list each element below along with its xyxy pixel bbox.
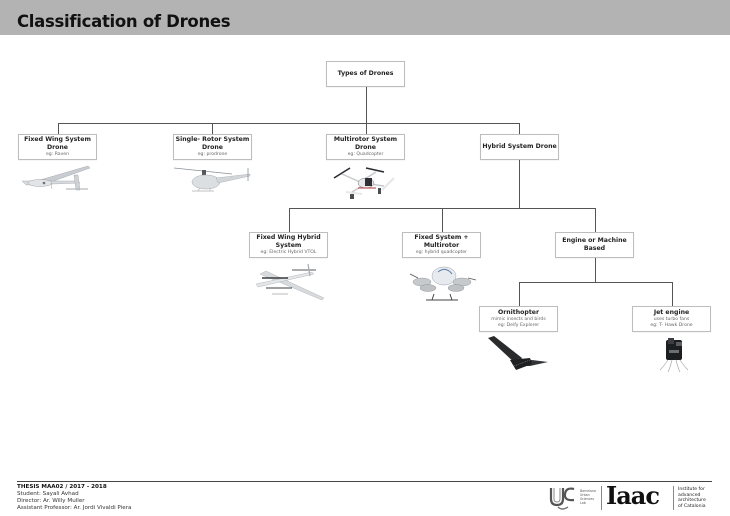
- iaac-line: advanced: [678, 492, 701, 498]
- node-example: eg: Deify Explorer: [497, 323, 540, 328]
- node-label: Drone: [201, 144, 224, 151]
- student-label: Student: Sayali Avhad: [17, 491, 79, 498]
- ulc-logo-text: Barcelona Urban Sciences Lab: [580, 489, 596, 505]
- node-example: eg: T- Hawk Drone: [650, 323, 693, 328]
- quadcopter-drone-image: [333, 167, 395, 199]
- page-title: Classification of Drones: [17, 12, 231, 31]
- footer-divider: [17, 481, 712, 482]
- node-label: Fixed Wing System: [24, 136, 91, 143]
- ulc-line: Urban: [580, 493, 590, 497]
- connector-hybrid: [519, 160, 521, 208]
- ulc-line: Lab: [580, 501, 586, 505]
- ornithopter-drone-image: [488, 336, 548, 370]
- connector-l1-1: [212, 123, 214, 134]
- node-label: Drone: [354, 144, 377, 151]
- node-label: Single- Rotor System: [175, 136, 250, 143]
- connector-l2-2: [595, 208, 597, 232]
- node-label: Fixed System +: [414, 234, 469, 241]
- node-single-rotor: Single- Rotor System Drone eg: prodrone: [173, 134, 252, 160]
- ulc-line: Sciences: [580, 497, 595, 501]
- node-example: eg: Electric Hybrid VTOL: [260, 250, 317, 255]
- connector-l1-3: [519, 123, 521, 134]
- node-hybrid: Hybrid System Drone: [480, 134, 559, 160]
- connector-l1-2: [366, 123, 368, 134]
- jet-engine-drone-image: [659, 338, 689, 373]
- connector-level1-bar: [58, 123, 520, 125]
- connector-level3-bar: [519, 282, 672, 284]
- node-engine-based: Engine or Machine Based: [555, 232, 634, 258]
- node-label: System: [275, 242, 302, 249]
- node-label: Ornithopter: [497, 309, 540, 316]
- assistant-label: Assistant Professor: Ar. Jordi Vivaldi P…: [17, 505, 132, 512]
- node-fixed-multirotor: Fixed System + Multirotor eg: hybrid qua…: [402, 232, 481, 258]
- iaac-line: of Catalonia: [678, 503, 706, 509]
- logo-divider: [601, 486, 602, 510]
- director-label: Director: Ar. Willy Muller: [17, 498, 85, 505]
- node-label: Multirotor System: [333, 136, 398, 143]
- thesis-label: THESIS MAA02 / 2017 - 2018: [17, 484, 107, 490]
- node-example: eg: Raven: [45, 152, 70, 157]
- node-ornithopter: Ornithopter mimic insects and birds eg: …: [479, 306, 558, 332]
- node-multirotor: Multirotor System Drone eg: Quadcopter: [326, 134, 405, 160]
- connector-l3-1: [672, 282, 674, 306]
- ulc-line: Barcelona: [580, 489, 596, 493]
- connector-l2-0: [289, 208, 291, 232]
- connector-l1-0: [58, 123, 60, 134]
- node-label: Multirotor: [423, 242, 460, 249]
- node-label: Types of Drones: [337, 70, 394, 77]
- footer-credits: THESIS MAA02 / 2017 - 2018 Student: Saya…: [17, 484, 131, 512]
- iaac-logo-text: Institute for advanced architecture of C…: [678, 487, 706, 509]
- node-label: Engine or Machine: [562, 237, 627, 244]
- node-example: eg: hybrid quadcopter: [415, 250, 468, 255]
- node-label: Based: [583, 245, 606, 252]
- logo-divider: [673, 486, 674, 510]
- node-example: eg: Quadcopter: [347, 152, 384, 157]
- node-label: Drone: [46, 144, 69, 151]
- node-label: Jet engine: [653, 309, 690, 316]
- node-fixed-wing-hybrid: Fixed Wing Hybrid System eg: Electric Hy…: [249, 232, 328, 258]
- node-example: eg: prodrone: [197, 152, 228, 157]
- vtol-drone-image: [255, 263, 325, 301]
- ulc-logo-icon: [549, 487, 575, 510]
- node-desc: uses turbo fans: [653, 317, 690, 322]
- connector-root: [366, 86, 368, 123]
- node-jet-engine: Jet engine uses turbo fans eg: T- Hawk D…: [632, 306, 711, 332]
- hybrid-quadcopter-image: [409, 266, 477, 301]
- connector-engine: [595, 258, 597, 282]
- node-label: Hybrid System Drone: [482, 143, 557, 150]
- fixed-wing-drone-image: [21, 165, 91, 191]
- node-fixed-wing: Fixed Wing System Drone eg: Raven: [18, 134, 97, 160]
- iaac-logo: Iaac: [606, 481, 660, 510]
- connector-l2-1: [442, 208, 444, 232]
- node-types-of-drones: Types of Drones: [326, 61, 405, 87]
- header-bar: Classification of Drones: [0, 0, 730, 35]
- node-label: Fixed Wing Hybrid: [256, 234, 321, 241]
- node-desc: mimic insects and birds: [491, 317, 546, 322]
- helicopter-drone-image: [173, 167, 251, 192]
- iaac-line: Institute for: [678, 487, 705, 492]
- connector-l3-0: [519, 282, 521, 306]
- iaac-line: architecture: [678, 498, 706, 503]
